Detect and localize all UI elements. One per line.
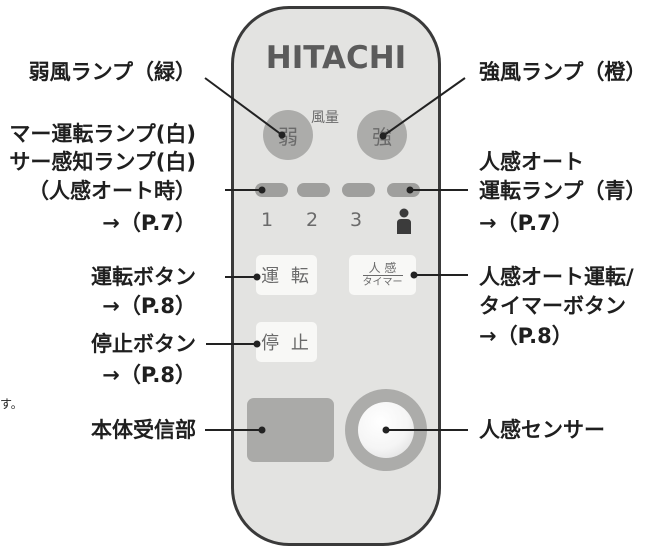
label-ref-p7-right: →（P.7）	[479, 211, 573, 235]
label-run-button: 運転ボタン	[91, 265, 196, 289]
auto-timer-button[interactable]: 人 感 タイマー	[349, 255, 416, 295]
label-strong-lamp: 強風ランプ（橙）	[479, 60, 647, 84]
label-sensor-auto: （人感オート時）	[28, 179, 196, 203]
label-auto-timer-2: タイマーボタン	[479, 294, 626, 318]
label-human-sensor: 人感センサー	[479, 418, 605, 442]
brand-logo: HITACHI	[265, 40, 407, 76]
label-auto-run-lamp-2: 運転ランプ（青）	[479, 179, 647, 203]
person-icon	[397, 208, 411, 234]
label-ref-p7-left: →（P.7）	[102, 211, 196, 235]
lamp-3	[342, 183, 375, 197]
stop-button[interactable]: 停 止	[256, 322, 317, 362]
strong-button[interactable]: 強	[357, 110, 407, 160]
label-ref-p8-stop: →（P.8）	[102, 363, 196, 387]
note-fragment: す。	[0, 397, 23, 411]
label-receiver: 本体受信部	[91, 418, 196, 442]
lamp-number-2: 2	[306, 209, 319, 231]
label-auto-run-lamp-1: 人感オート	[479, 150, 584, 174]
lamp-number-3: 3	[350, 209, 363, 231]
lamp-2	[297, 183, 330, 197]
label-ref-p8-run: →（P.8）	[102, 294, 196, 318]
auto-timer-button-top: 人 感	[368, 260, 397, 275]
label-ref-p8-auto: →（P.8）	[479, 324, 573, 348]
lamp-auto	[387, 183, 420, 197]
lamp-number-1: 1	[261, 209, 274, 231]
auto-timer-button-bottom: タイマー	[362, 274, 403, 288]
lamp-1	[255, 183, 288, 197]
weak-button[interactable]: 弱	[263, 110, 313, 160]
air-volume-label: 風量	[311, 110, 339, 126]
leader-lines	[204, 77, 468, 434]
label-timer-lamp: マー運転ランプ(白)	[9, 122, 196, 146]
label-weak-lamp: 弱風ランプ（緑）	[28, 60, 196, 84]
label-stop-button: 停止ボタン	[91, 332, 196, 356]
label-auto-timer-1: 人感オート運転/	[479, 265, 634, 289]
run-button[interactable]: 運 転	[256, 255, 317, 295]
label-sensor-lamp: サー感知ランプ(白)	[9, 150, 196, 174]
